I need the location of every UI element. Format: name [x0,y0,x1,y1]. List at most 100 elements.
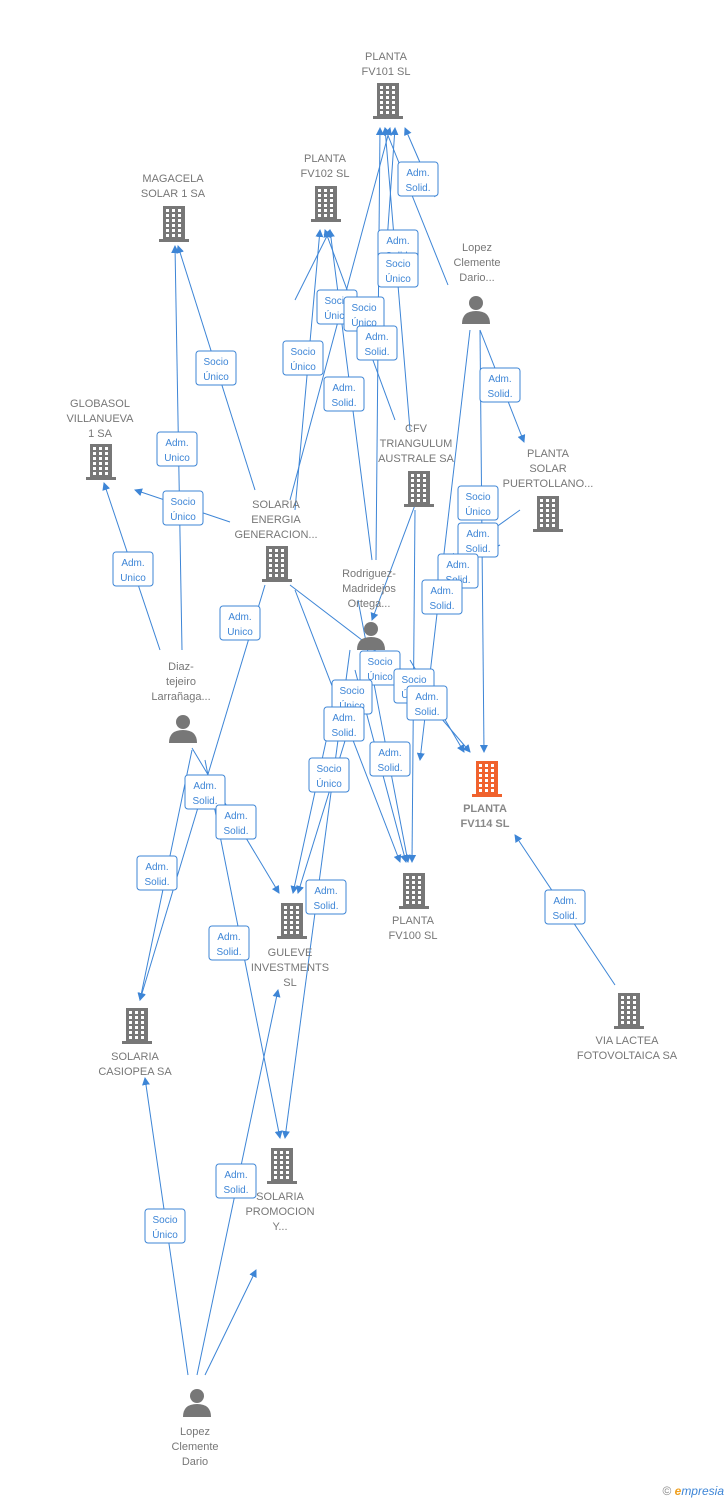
relationship-label[interactable]: Adm.Solid. [208,925,250,961]
node-promocion[interactable]: SOLARIAPROMOCIONY... [245,1148,315,1233]
relationship-text: Adm. [332,713,355,724]
relationship-text: Adm. [121,558,144,569]
node-label: Lopez [180,1426,210,1438]
relationship-text: Adm. [193,781,216,792]
relationship-text: Adm. [415,692,438,703]
relationship-text: Adm. [365,332,388,343]
relationship-text: Solid. [313,901,338,912]
relationship-label[interactable]: Adm.Unico [219,605,261,641]
relationship-text: Adm. [386,236,409,247]
relationship-text: Solid. [144,877,169,888]
node-diaz[interactable]: Diaz-tejeiroLarrañaga... [151,661,211,743]
relationship-label[interactable]: Adm.Unico [156,431,198,467]
relationship-text: Adm. [430,586,453,597]
node-label: Madridejos [342,583,396,595]
building-icon [533,496,563,532]
relationship-label[interactable]: Adm.Solid. [457,522,499,558]
node-label: Y... [272,1221,287,1233]
building-icon [267,1148,297,1184]
node-label: MAGACELA [142,173,204,185]
relationship-label[interactable]: Adm. Unico [112,551,154,587]
relationship-text: Único [170,510,196,523]
node-label: FV100 SL [389,930,438,942]
relationship-text: Solid. [364,347,389,358]
building-icon [311,186,341,222]
relationship-label[interactable]: Adm. Solid. [544,889,586,925]
relationship-label[interactable]: Adm.Solid. [369,741,411,777]
relationship-label[interactable]: Adm.Solid. [479,367,521,403]
relationship-label[interactable]: Adm.Solid. [323,706,365,742]
node-label: Clemente [453,257,500,269]
relationship-text: Solid. [465,544,490,555]
relationship-text: Adm. [145,862,168,873]
empresia-logo[interactable]: empresia [674,1484,724,1498]
relationship-label[interactable]: Adm. Solid. [421,579,463,615]
node-rodriguez[interactable]: Rodriguez-MadridejosOrtega... [342,568,396,650]
building-icon [404,471,434,507]
node-label: PUERTOLLANO... [503,478,594,490]
relationship-label[interactable]: Adm.Solid. [184,774,226,810]
relationship-text: Adm. [488,374,511,385]
node-label: INVESTMENTS [251,962,329,974]
relationship-text: Único [316,777,342,790]
relationship-text: Socio [339,686,364,697]
relationship-text: Socio [152,1215,177,1226]
relationship-text: Solid. [429,601,454,612]
node-guleve[interactable]: GULEVE INVESTMENTS SL [251,903,329,989]
node-solaria-energia[interactable]: SOLARIAENERGIAGENERACION... [234,499,318,582]
relationship-label[interactable]: Adm.Solid. [215,1163,257,1199]
relationship-label[interactable]: Adm.Solid. [406,685,448,721]
node-fv100[interactable]: PLANTA FV100 SL [389,873,438,942]
node-lopez1[interactable]: LopezClementeDario... [453,242,501,324]
node-vialactea[interactable]: VIA LACTEA FOTOVOLTAICA SA [577,993,678,1062]
relationship-label[interactable]: Adm. Solid. [136,855,178,891]
relationship-text: Adm. [378,748,401,759]
relationship-text: Socio [290,347,315,358]
relationship-text: Socio [385,259,410,270]
relationship-text: Solid. [405,183,430,194]
relationship-text: Socio [316,764,341,775]
node-label: SOLAR 1 SA [141,188,206,200]
node-magacela[interactable]: MAGACELA SOLAR 1 SA [141,173,206,242]
relationship-text: Adm. [553,896,576,907]
relationship-label[interactable]: Adm.Solid. [305,879,347,915]
relationship-text: Unico [120,573,146,584]
relationship-label[interactable]: Adm. Solid. [356,325,398,361]
building-icon [277,903,307,939]
node-label: FOTOVOLTAICA SA [577,1050,678,1062]
node-label: PLANTA [365,51,408,63]
connection-line [294,229,331,301]
relationship-label[interactable]: Adm.Solid. [215,804,257,840]
node-label: Dario [182,1456,208,1468]
relationship-label[interactable]: Adm.Solid. [397,161,439,197]
node-label: GULEVE [268,947,313,959]
relationship-label[interactable]: Adm.Solid. [323,376,365,412]
node-puertollano[interactable]: PLANTASOLARPUERTOLLANO... [503,448,594,532]
relationship-text: Socio [170,497,195,508]
node-label: Ortega... [348,598,391,610]
relationship-text: Solid. [216,947,241,958]
relationship-text: Único [290,360,316,373]
relationship-text: Adm. [224,1170,247,1181]
node-label: ENERGIA [251,514,301,526]
node-label: SL [283,977,296,989]
node-label: VIA LACTEA [596,1035,660,1047]
relationship-text: Solid. [552,911,577,922]
node-label: PLANTA [392,915,435,927]
